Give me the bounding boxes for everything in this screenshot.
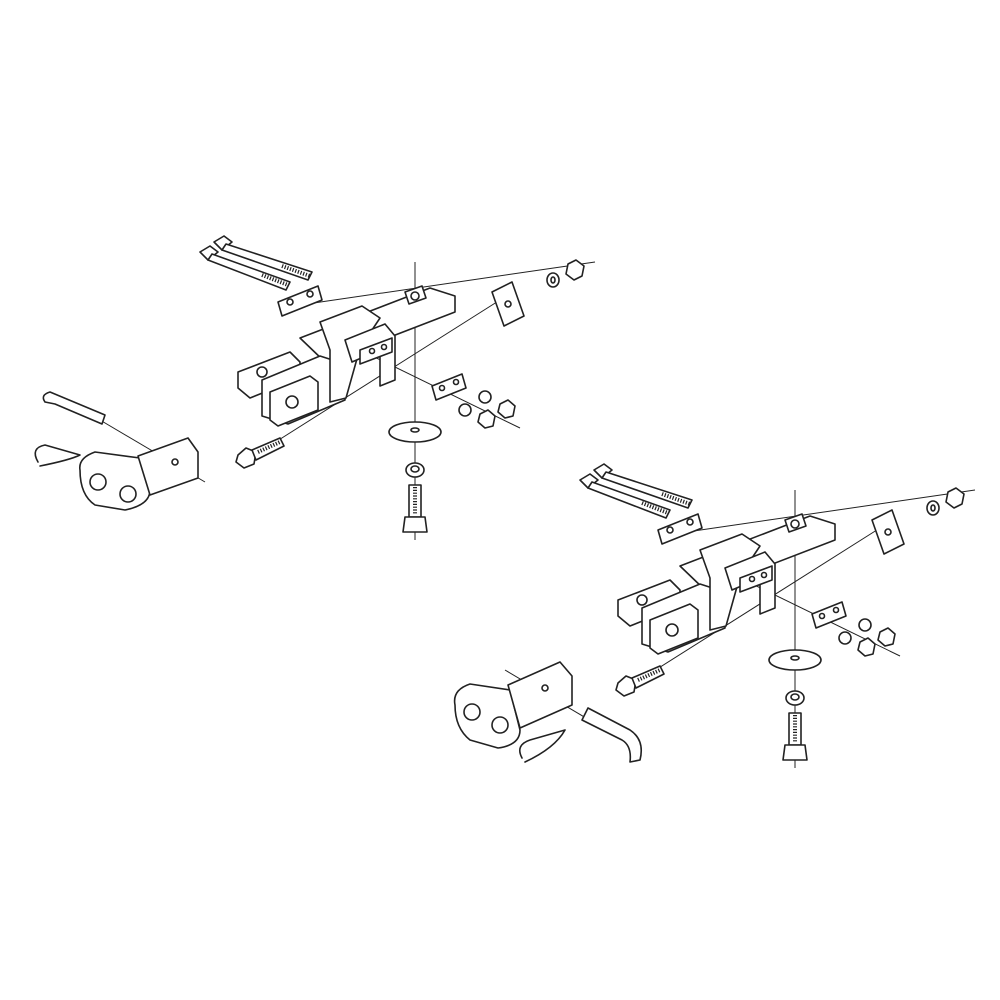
- hitch-assembly-lower: [578, 462, 977, 770]
- clevis-set-lower: [453, 661, 643, 763]
- clevis-set-upper: [34, 391, 206, 511]
- hitch-assembly-upper: [198, 234, 597, 542]
